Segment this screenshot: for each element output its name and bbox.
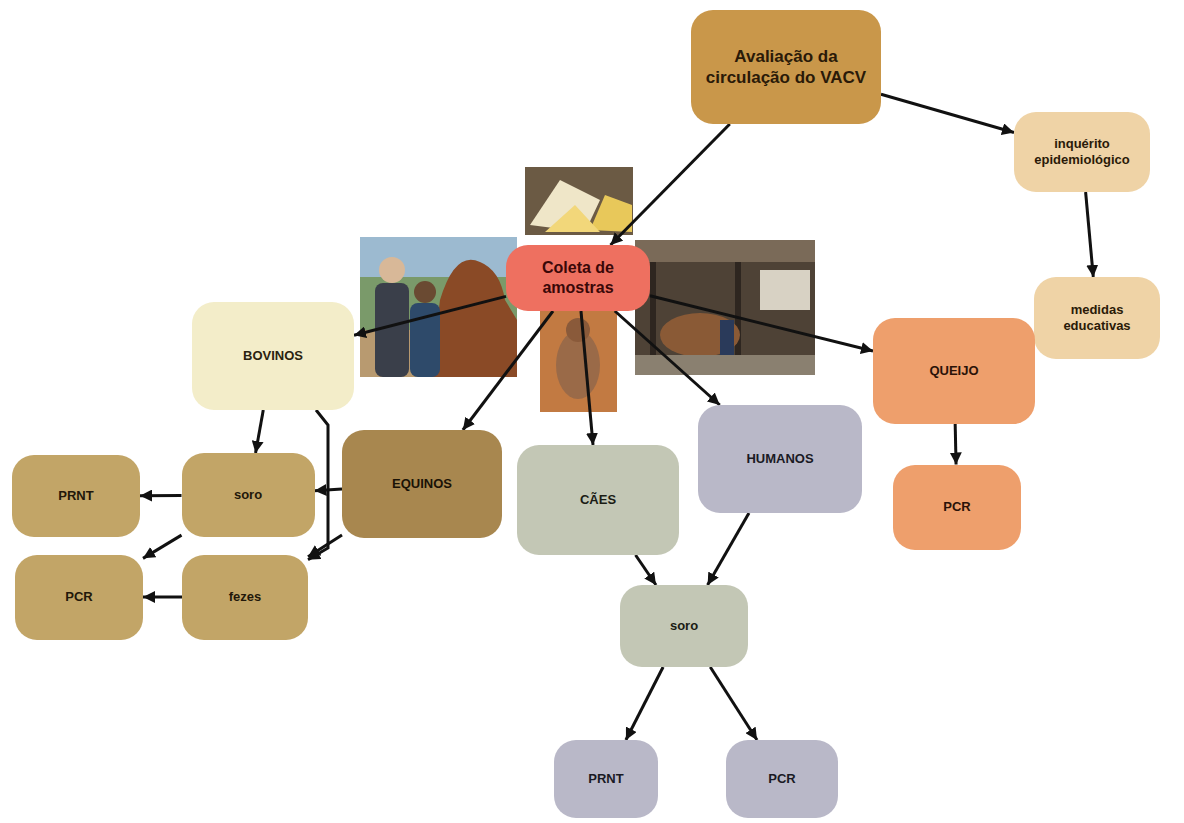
arrow-connector xyxy=(140,494,182,497)
node-label: PRNT xyxy=(588,771,623,787)
arrow-connector xyxy=(354,296,506,335)
node-label: BOVINOS xyxy=(243,348,303,364)
node-label: PRNT xyxy=(58,488,93,504)
test-box: PCR xyxy=(15,555,143,640)
arrow-connector xyxy=(626,667,663,740)
arrow-connector xyxy=(650,296,873,351)
node-label: EQUINOS xyxy=(392,476,452,492)
sample-box: QUEIJO xyxy=(873,318,1035,424)
goal-box: Avaliação da circulação do VACV xyxy=(691,10,881,124)
arrow-connector xyxy=(615,311,720,405)
node-label: PCR xyxy=(65,589,92,605)
node-label: Coleta de amostras xyxy=(516,258,640,298)
process-box: medidas educativas xyxy=(1034,277,1160,359)
node-label: medidas educativas xyxy=(1044,302,1150,335)
arrow-connector xyxy=(463,311,553,430)
arrow-connector xyxy=(710,667,757,740)
arrow-connector xyxy=(1086,192,1094,277)
dog-photo xyxy=(540,310,617,412)
node-label: fezes xyxy=(229,589,262,605)
cheese-photo xyxy=(525,167,633,235)
species-box: BOVINOS xyxy=(192,302,354,410)
arrow-connector xyxy=(256,410,264,453)
species-box: CÃES xyxy=(517,445,679,555)
node-label: inquérito epidemiológico xyxy=(1024,136,1140,169)
arrow-connector xyxy=(881,94,1014,132)
arrow-connector xyxy=(636,555,656,585)
arrow-connector xyxy=(581,311,593,445)
test-box: PRNT xyxy=(12,455,140,537)
node-label: CÃES xyxy=(580,492,616,508)
node-label: soro xyxy=(670,618,698,634)
test-box: PCR xyxy=(893,465,1021,550)
species-box: HUMANOS xyxy=(698,405,862,513)
node-label: PCR xyxy=(943,499,970,515)
arrow-connector xyxy=(954,424,958,465)
node-label: soro xyxy=(234,487,262,503)
arrow-connector xyxy=(611,124,730,245)
sample-box: soro xyxy=(182,453,315,537)
process-box: inquérito epidemiológico xyxy=(1014,112,1150,192)
node-label: PCR xyxy=(768,771,795,787)
test-box: PCR xyxy=(726,740,838,818)
arrow-connector xyxy=(708,513,749,585)
sample-box: soro xyxy=(620,585,748,667)
arrow-connector xyxy=(143,596,182,599)
arrow-connector xyxy=(308,535,342,557)
horse-photo xyxy=(360,237,517,377)
node-label: QUEIJO xyxy=(929,363,978,379)
hub-box: Coleta de amostras xyxy=(506,245,650,311)
arrow-connector xyxy=(315,489,343,491)
arrow-connector xyxy=(143,535,182,558)
test-box: PRNT xyxy=(554,740,658,818)
sample-box: fezes xyxy=(182,555,308,640)
node-label: Avaliação da circulação do VACV xyxy=(701,46,871,89)
node-label: HUMANOS xyxy=(746,451,813,467)
species-box: EQUINOS xyxy=(342,430,502,538)
